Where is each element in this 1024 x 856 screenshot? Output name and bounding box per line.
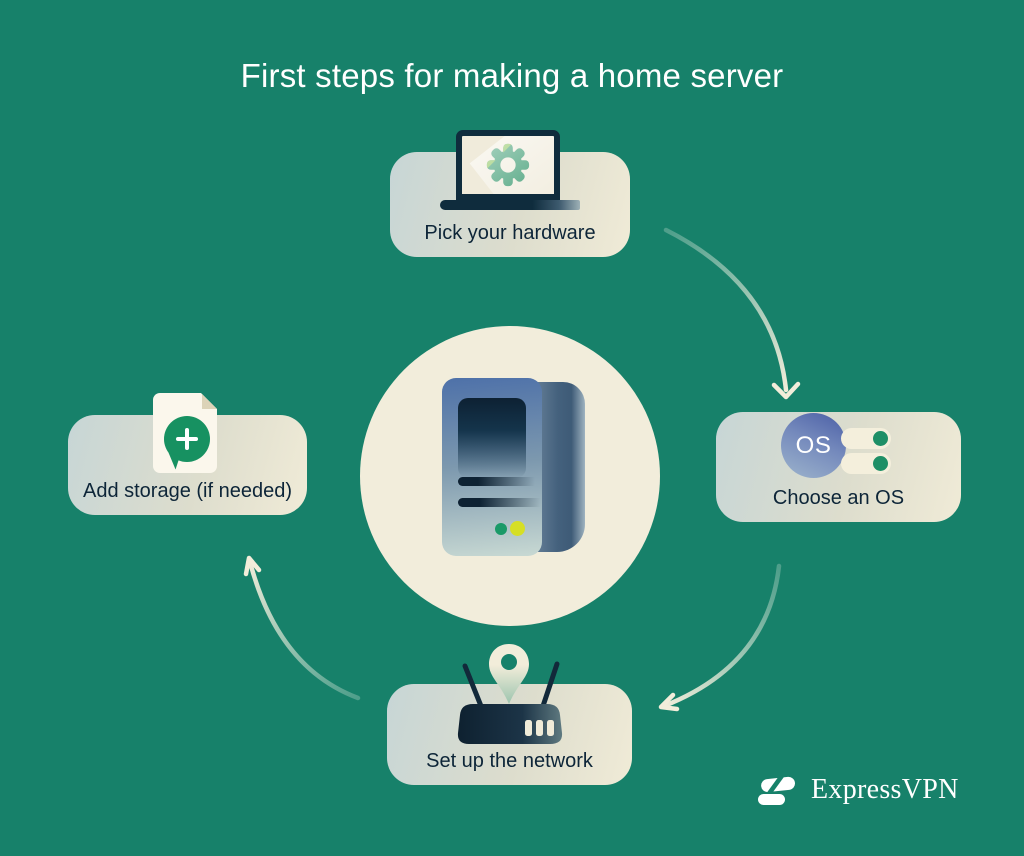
laptop-gear-icon: [440, 130, 580, 216]
server-vent-bar: [458, 477, 538, 486]
router-pin-icon: [457, 644, 563, 744]
expressvpn-logo-icon: [758, 771, 795, 805]
step-label-network: Set up the network: [426, 750, 593, 772]
laptop-screen: [456, 130, 560, 200]
arrow-os-to-network: [661, 563, 782, 709]
toggle-dot: [873, 456, 888, 471]
server-power-led: [495, 523, 507, 535]
arrow-hardware-to-os: [663, 227, 789, 393]
os-badge: OS: [781, 413, 846, 478]
toggle-dot: [873, 431, 888, 446]
step-card-storage: Add storage (if needed): [68, 393, 307, 515]
server-panel: [458, 398, 526, 478]
add-bubble-icon: [164, 416, 210, 470]
brand-name: ExpressVPN: [811, 774, 959, 805]
os-badge-text: OS: [795, 431, 832, 459]
document-add-icon: [153, 393, 217, 473]
arrow-network-to-storage: [247, 559, 361, 701]
toggle-pill: [841, 428, 891, 449]
brand-lockup: ExpressVPN: [755, 770, 959, 810]
page-title: First steps for making a home server: [240, 57, 784, 94]
location-pin-icon: [489, 644, 529, 704]
step-label-os: Choose an OS: [772, 487, 905, 509]
step-label-storage: Add storage (if needed): [82, 480, 293, 502]
arrowhead-3: [243, 555, 262, 577]
server-tower-icon: [442, 378, 592, 558]
screen-glare: [469, 136, 554, 194]
corner-fold: [202, 394, 217, 409]
laptop-base: [440, 200, 580, 210]
router-body: [457, 704, 563, 744]
toggle-pill: [841, 453, 891, 474]
arrowhead-1: [771, 381, 801, 400]
server-vent-bar: [458, 498, 544, 507]
arrowhead-2: [658, 692, 680, 712]
plus-icon: [185, 428, 189, 450]
step-card-os: OS Choose an OS: [716, 412, 961, 522]
server-front-face: [442, 378, 544, 556]
server-status-led: [510, 521, 525, 536]
step-label-hardware: Pick your hardware: [424, 222, 596, 244]
step-card-hardware: Pick your hardware: [390, 130, 630, 257]
step-card-network: Set up the network: [387, 644, 632, 785]
